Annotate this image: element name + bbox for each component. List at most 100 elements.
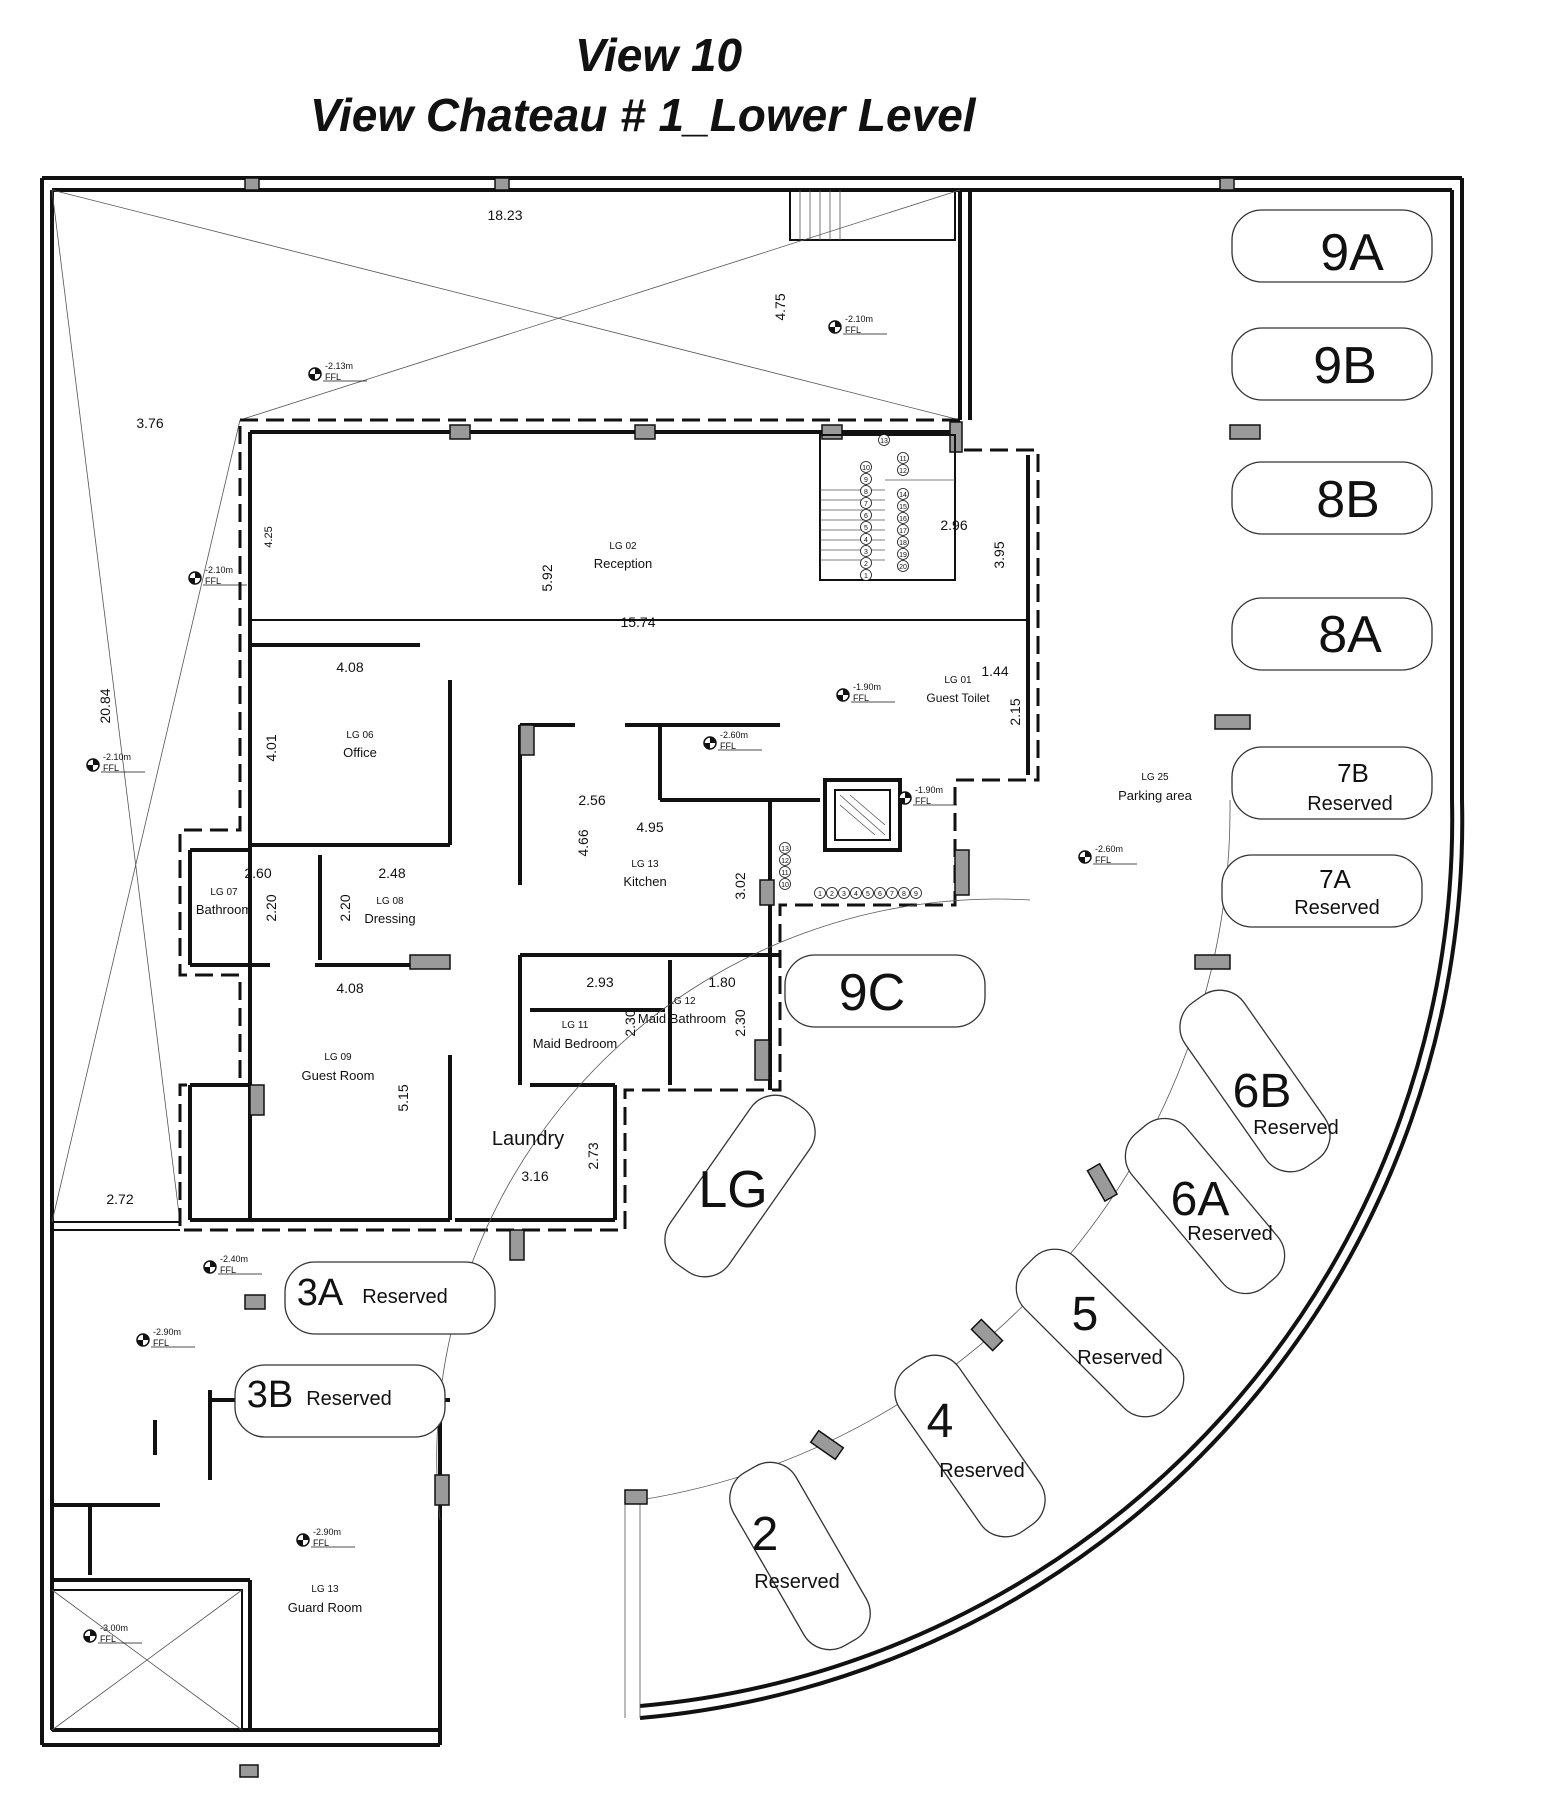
stair-step-marker [860, 545, 872, 557]
stair-step-number: 19 [899, 552, 907, 559]
parking-note: Reserved [1307, 793, 1393, 815]
stair-step-number: 13 [880, 438, 888, 445]
dimension: 2.56 [578, 792, 605, 808]
room-id: LG 09 [324, 1052, 352, 1063]
stair-step-marker [779, 878, 791, 890]
level-value: -3.00m [100, 1623, 128, 1633]
parking-label: 9B [1313, 337, 1377, 395]
level-value: -2.90m [313, 1527, 341, 1537]
dimension: 2.72 [106, 1191, 133, 1207]
dimension: 20.84 [97, 688, 113, 723]
dimension: 3.76 [136, 415, 163, 431]
stair-step-number: 3 [864, 549, 868, 556]
stair-step-number: 8 [864, 489, 868, 496]
stair-step-marker [860, 533, 872, 545]
stair-step-marker [897, 548, 909, 560]
room-name: Maid Bedroom [533, 1036, 618, 1051]
dimension: 4.08 [336, 980, 363, 996]
parking-label: 3A [297, 1272, 344, 1314]
level-suffix: FFL [220, 1265, 236, 1275]
stair-step-marker [860, 521, 872, 533]
car-7B [1231, 746, 1433, 820]
dimension: 2.30 [622, 1009, 638, 1036]
level-value: -2.10m [205, 565, 233, 575]
stair-step-number: 6 [864, 513, 868, 520]
level-value: -1.90m [915, 785, 943, 795]
stair-step-number: 9 [914, 891, 918, 898]
dimension: 5.15 [395, 1084, 411, 1111]
stair-step-marker [779, 866, 791, 878]
room-id: LG 08 [376, 896, 404, 907]
title-block: View 10 View Chateau # 1_Lower Level [0, 0, 1541, 160]
dimension: 2.96 [940, 517, 967, 533]
room-name: Reception [594, 556, 653, 571]
level-texts: -2.13m FFL -2.10m FFL -2.10m FFL -2.10m … [100, 314, 1123, 1644]
level-suffix: FFL [915, 796, 931, 806]
parking-label: 2 [752, 1508, 779, 1561]
room-name: Office [343, 745, 377, 760]
stair-step-marker [897, 512, 909, 524]
stair-step-number: 10 [781, 882, 789, 889]
stair-step-number: 4 [854, 891, 858, 898]
room-name: Guard Room [288, 1600, 362, 1615]
parking-note: Reserved [939, 1460, 1025, 1482]
parking-label: LG [698, 1161, 767, 1219]
dimension: 4.08 [336, 659, 363, 675]
parking-label: 6B [1233, 1065, 1292, 1118]
car-5 [1015, 1248, 1185, 1418]
level-markers [83, 320, 1137, 1644]
outer-walls [40, 176, 1465, 1747]
room-name: Laundry [492, 1128, 564, 1150]
stair-step-number: 17 [899, 528, 907, 535]
building-outline [178, 418, 1040, 1232]
parking-label: 6A [1171, 1173, 1230, 1226]
parking-cars [234, 209, 1433, 1651]
stair-step-marker [860, 569, 872, 581]
stair-step-marker [860, 473, 872, 485]
room-id: LG 07 [210, 887, 238, 898]
lift-core [823, 778, 902, 852]
stair-step-marker [874, 887, 886, 899]
stair-step-number: 7 [890, 891, 894, 898]
stair-step-number: 1 [864, 573, 868, 580]
stair-step-marker [897, 560, 909, 572]
internal-stair [819, 434, 956, 581]
parking-note: Reserved [1294, 897, 1380, 919]
car-4 [894, 1354, 1046, 1538]
stair-step-number: 6 [878, 891, 882, 898]
stair-step-marker [838, 887, 850, 899]
dimension: 2.48 [378, 865, 405, 881]
parking-label: 9C [839, 964, 905, 1022]
room-name: Maid Bathroom [638, 1011, 726, 1026]
dimension-labels: 18.23 4.75 3.76 20.84 2.72 4.25 5.92 15.… [97, 207, 1023, 1207]
stair-step-number: 11 [781, 870, 788, 877]
dimension: 2.20 [337, 894, 353, 921]
view-subtitle: View Chateau # 1_Lower Level [310, 89, 976, 141]
parking-note: Reserved [1253, 1117, 1339, 1139]
stair-step-number: 12 [899, 468, 907, 475]
dimension: 2.20 [263, 894, 279, 921]
parking-label: 8B [1316, 471, 1380, 529]
room-name: Kitchen [623, 874, 666, 889]
level-value: -2.40m [220, 1254, 248, 1264]
room-id: LG 02 [609, 541, 637, 552]
stair-step-number: 5 [866, 891, 870, 898]
guard-house-walls [51, 1390, 450, 1745]
stair-step-number: 7 [864, 501, 868, 508]
parking-label: 4 [927, 1395, 954, 1448]
parking-note: Reserved [306, 1388, 392, 1410]
level-value: -2.60m [1095, 844, 1123, 854]
dimension: 18.23 [487, 207, 522, 223]
room-id: LG 12 [668, 996, 696, 1007]
stair-step-marker [910, 887, 922, 899]
dimension: 3.95 [991, 541, 1007, 568]
dimension: 2.15 [1007, 698, 1023, 725]
level-suffix: FFL [153, 1338, 169, 1348]
car-7A [1221, 854, 1423, 928]
view-title: View 10 [575, 29, 743, 81]
stair-step-marker [826, 887, 838, 899]
parking-label: 5 [1072, 1288, 1099, 1341]
car-9C [784, 954, 986, 1028]
car-3B [234, 1364, 446, 1438]
stair-step-marker [878, 434, 890, 446]
